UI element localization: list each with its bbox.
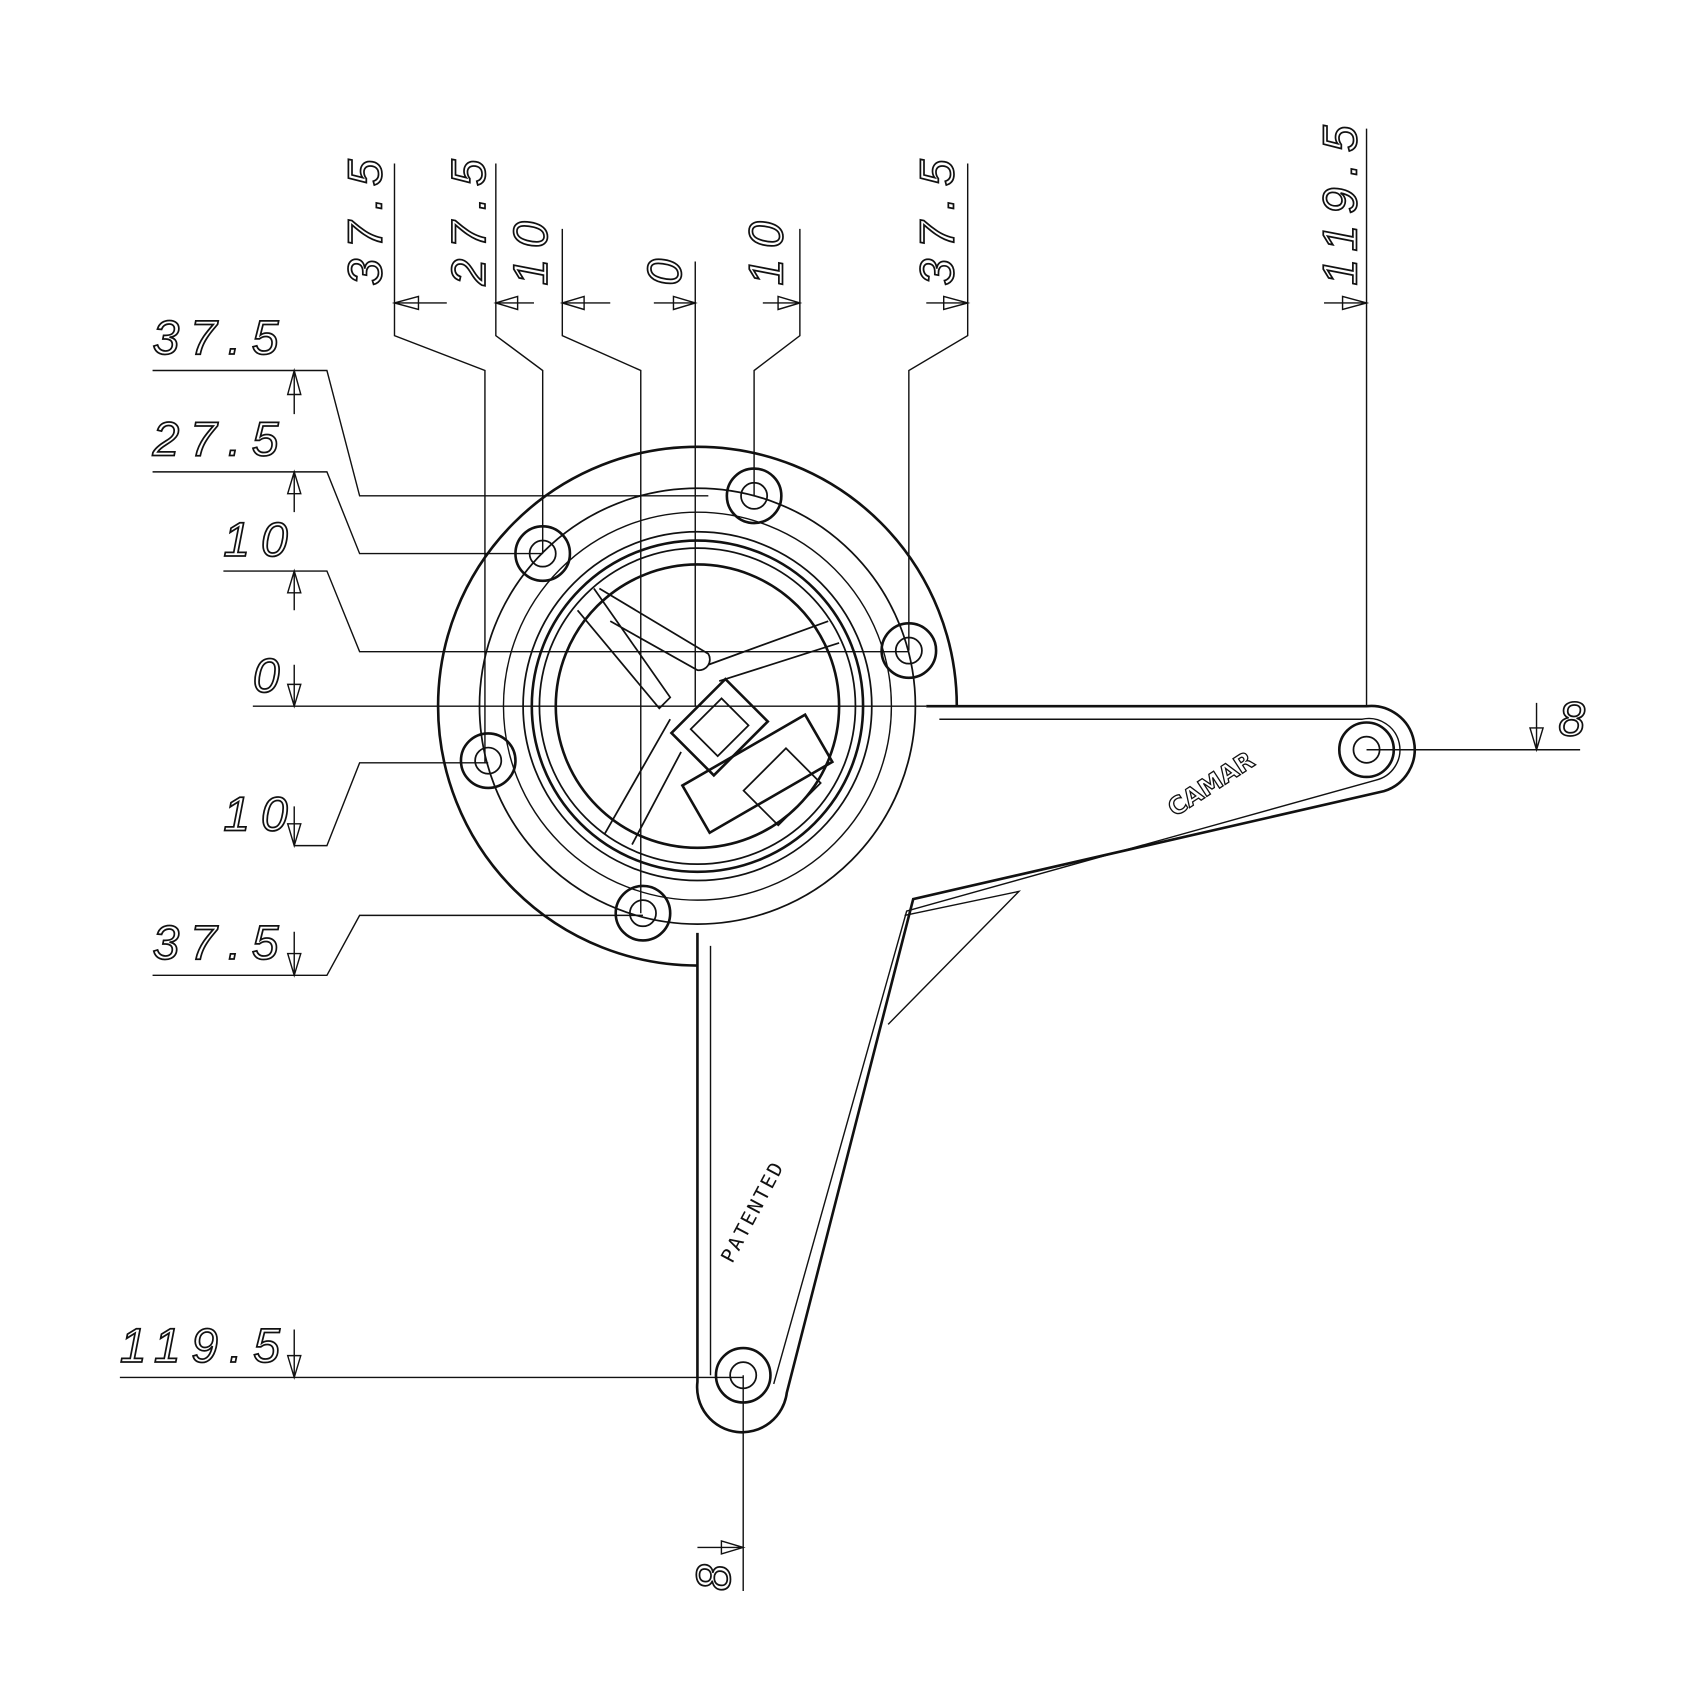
bolt-hole-icon	[725, 467, 783, 525]
right-offset-lines	[1366, 702, 1581, 753]
bolt-hole-icon	[880, 622, 938, 680]
top-dim-label: 119.5	[1315, 115, 1368, 286]
bolt-hole-icon	[614, 884, 672, 942]
left-dim-label: 37.5	[153, 312, 290, 365]
top-dim-label: 10	[505, 210, 558, 285]
inner-mechanism	[576, 587, 840, 845]
left-dim-label: 10	[223, 514, 298, 567]
left-dim-label: 10	[223, 788, 298, 841]
bolt-hole-icon	[1337, 721, 1396, 779]
bolt-hole-icon	[714, 1346, 772, 1404]
top-dim-label: 37.5	[339, 149, 392, 286]
patent-label: PATENTED	[716, 1157, 789, 1267]
top-dim-label: 27.5	[443, 149, 496, 287]
bolt-holes	[459, 467, 1396, 1404]
bottom-offset-label: 8	[688, 1553, 741, 1591]
left-dim-label: 0	[253, 650, 291, 703]
brand-label: CAMAR	[1163, 746, 1260, 822]
hub-flange	[436, 445, 959, 967]
bracket-arms	[695, 704, 1416, 1434]
bottom-offset-lines	[697, 1375, 746, 1592]
right-offset-label: 8	[1558, 694, 1596, 747]
left-dim-label: 27.5	[152, 414, 290, 467]
bolt-hole-icon	[514, 525, 572, 583]
top-dim-label: 10	[740, 210, 793, 285]
top-dimension-lines	[391, 128, 1370, 914]
left-dim-label: 37.5	[153, 917, 290, 970]
left-dim-label: 119.5	[120, 1320, 291, 1373]
left-dimensions: 37.5 27.5 10 0 10 37.5 119.5	[119, 311, 298, 1374]
top-dim-label: 0	[639, 248, 692, 286]
top-dim-label: 37.5	[912, 149, 965, 286]
bolt-hole-icon	[459, 732, 517, 790]
left-dimension-lines	[119, 367, 927, 1380]
top-dimensions: 37.5 27.5 10 0 10 37.5 119.5	[339, 114, 1369, 288]
